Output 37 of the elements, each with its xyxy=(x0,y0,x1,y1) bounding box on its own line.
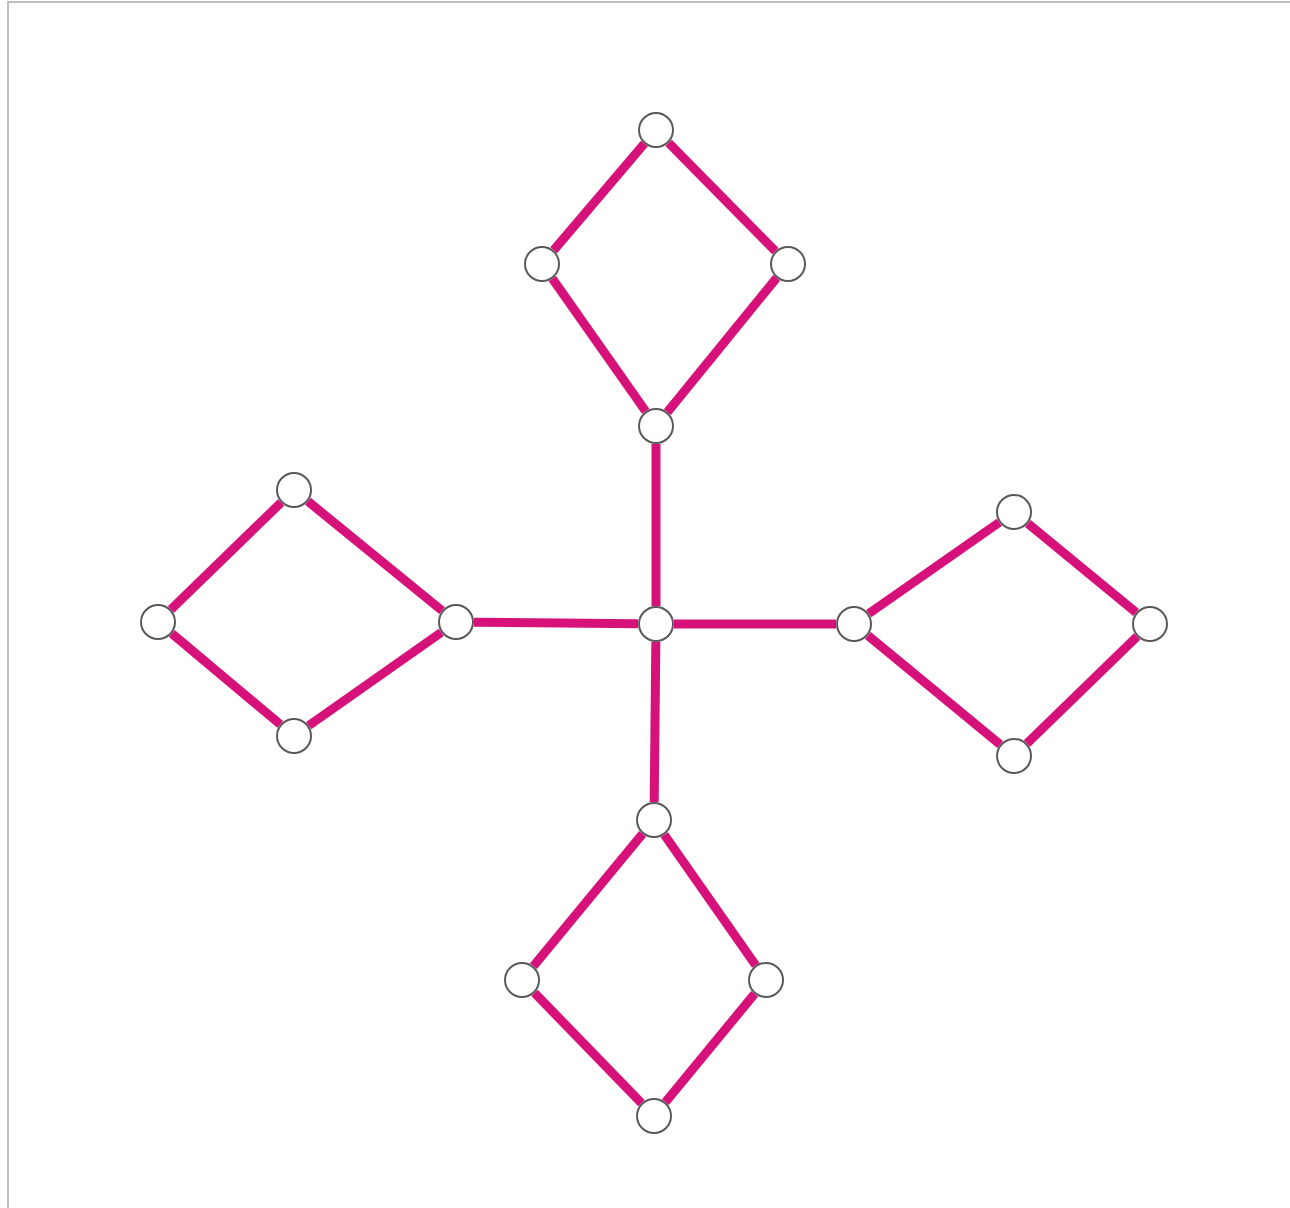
vertex-circle xyxy=(636,802,672,838)
connector-line xyxy=(1023,633,1141,747)
connector-line xyxy=(662,991,759,1105)
connector-line xyxy=(531,989,645,1107)
connector-line xyxy=(1025,519,1139,616)
connector-line xyxy=(550,140,648,254)
connector-line xyxy=(306,628,444,730)
connector-line xyxy=(674,619,836,629)
connector-line xyxy=(473,617,639,629)
vertex-circle xyxy=(638,112,674,148)
vertex-circle xyxy=(438,604,474,640)
vertex-circle xyxy=(770,246,806,282)
vertex-circle xyxy=(276,472,312,508)
connector-line xyxy=(305,497,445,615)
connector-line xyxy=(167,499,285,613)
vertex-circle xyxy=(504,962,540,998)
vertex-circle xyxy=(996,494,1032,530)
connector-line xyxy=(865,631,1003,748)
vertex-circle xyxy=(996,738,1032,774)
vertex-circle xyxy=(638,606,674,642)
vertex-circle xyxy=(836,606,872,642)
vertex-circle xyxy=(140,604,176,640)
connector-line xyxy=(548,276,650,414)
vertex-circle xyxy=(1132,606,1168,642)
connector-line xyxy=(665,139,779,255)
vertex-circle xyxy=(638,408,674,444)
vertex-circle xyxy=(276,718,312,754)
connector-line xyxy=(649,641,661,803)
vertex-circle xyxy=(748,962,784,998)
vertex-circle xyxy=(524,246,560,282)
connector-line xyxy=(866,518,1002,618)
connector-line xyxy=(660,832,760,968)
connector-line xyxy=(663,275,781,415)
connector-line xyxy=(651,444,661,606)
connector-line xyxy=(168,630,284,728)
connector-line xyxy=(530,831,647,969)
vertex-circle xyxy=(636,1098,672,1134)
